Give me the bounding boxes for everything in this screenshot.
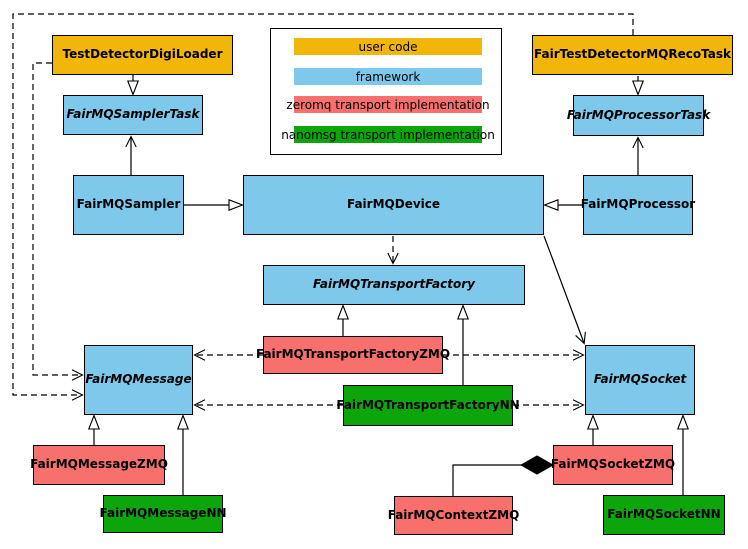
node-fairmq-sampler: FairMQSampler xyxy=(73,175,184,235)
legend-item-framework: framework xyxy=(294,68,482,85)
node-fairmq-socket-nn: FairMQSocketNN xyxy=(603,495,725,535)
node-fairmq-message: FairMQMessage xyxy=(84,345,193,415)
composition-diamond xyxy=(519,455,555,475)
legend-item-nanomsg: nanomsg transport implementation xyxy=(281,126,495,143)
edge-device-uses-socket xyxy=(543,235,586,345)
node-fairmq-message-nn: FairMQMessageNN xyxy=(99,495,227,533)
node-fairmq-processor: FairMQProcessor xyxy=(581,175,695,235)
legend-item-zeromq: zeromq transport implementation xyxy=(286,96,490,113)
node-fairmq-transport-factory: FairMQTransportFactory xyxy=(263,265,525,305)
node-fairmq-context-zmq: FairMQContextZMQ xyxy=(388,496,519,535)
node-fairmq-socket: FairMQSocket xyxy=(585,345,695,415)
node-fairmq-socket-zmq: FairMQSocketZMQ xyxy=(551,445,675,485)
node-fairmq-transport-factory-nn: FairMQTransportFactoryNN xyxy=(336,385,520,426)
node-fairmq-message-zmq: FairMQMessageZMQ xyxy=(30,445,168,485)
node-fairmq-device: FairMQDevice xyxy=(243,175,544,235)
node-fairmq-transport-factory-zmq: FairMQTransportFactoryZMQ xyxy=(256,336,450,374)
legend-item-user-code: user code xyxy=(294,38,482,55)
legend: user code framework zeromq transport imp… xyxy=(270,28,502,155)
node-fair-test-detector-mq-reco-task: FairTestDetectorMQRecoTask xyxy=(532,35,733,75)
node-fairmq-processor-task: FairMQProcessorTask xyxy=(567,95,710,136)
node-test-detector-digi-loader: TestDetectorDigiLoader xyxy=(52,35,233,75)
edge-socketzmq-owns-contextzmq xyxy=(452,464,524,496)
node-fairmq-sampler-task: FairMQSamplerTask xyxy=(63,95,203,135)
